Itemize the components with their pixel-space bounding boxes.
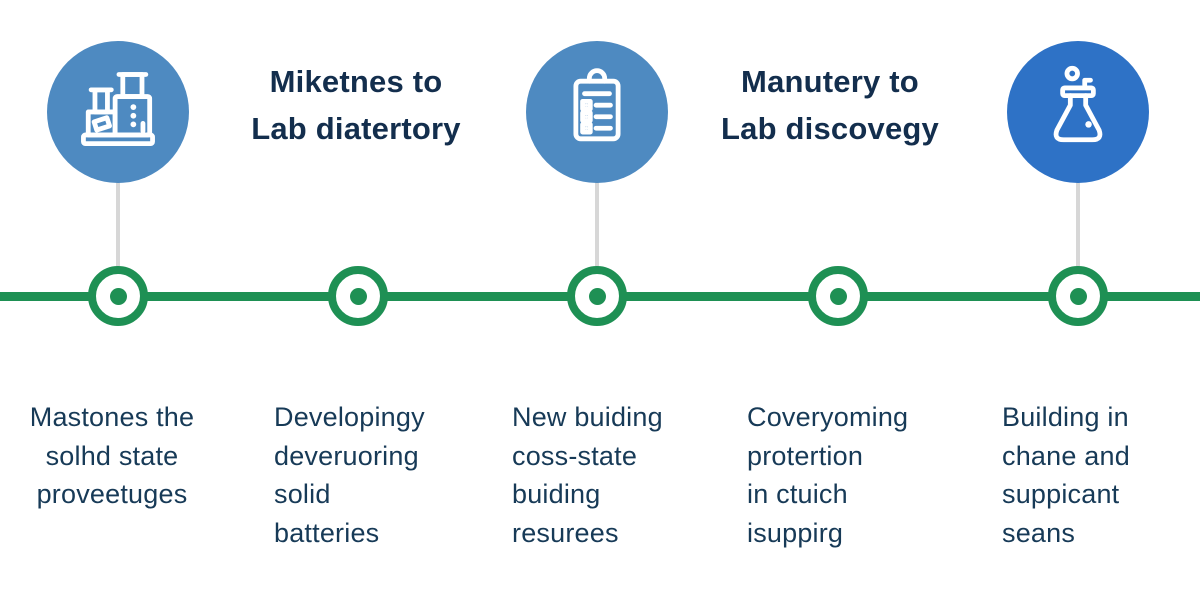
node-dot	[588, 287, 606, 305]
timeline-node-2	[328, 266, 388, 326]
milestone-description-2: Developingy deveruoring solid batteries	[274, 402, 425, 548]
milestone-icon-circle-3	[526, 41, 668, 183]
connector-line	[595, 180, 599, 272]
milestone-icon-circle-5	[1007, 41, 1149, 183]
node-dot	[109, 287, 127, 305]
timeline-node-4	[808, 266, 868, 326]
connector-line	[116, 180, 120, 272]
milestone-icon-circle-1	[47, 41, 189, 183]
connector-line	[1076, 180, 1080, 272]
milestone-description-1: Mastones the solhd state proveetuges	[29, 402, 195, 509]
lab-equipment-icon	[70, 62, 166, 163]
node-dot	[349, 287, 367, 305]
milestone-description-3: New buiding coss-state buiding resurees	[512, 402, 663, 548]
timeline-node-3	[567, 266, 627, 326]
timeline-node-1	[88, 266, 148, 326]
milestone-description-5: Building in chane and suppicant seans	[1002, 402, 1130, 548]
node-dot	[829, 287, 847, 305]
milestone-description-4: Coveryoming protertion in ctuich isuppir…	[747, 402, 909, 548]
clipboard-checklist-icon	[549, 62, 645, 163]
heading-2: Manutery to Lab discovegy	[721, 64, 939, 146]
heading-1: Miketnes to Lab diatertory	[251, 64, 461, 146]
flask-icon	[1030, 62, 1126, 163]
timeline-node-5	[1048, 266, 1108, 326]
node-dot	[1069, 287, 1087, 305]
